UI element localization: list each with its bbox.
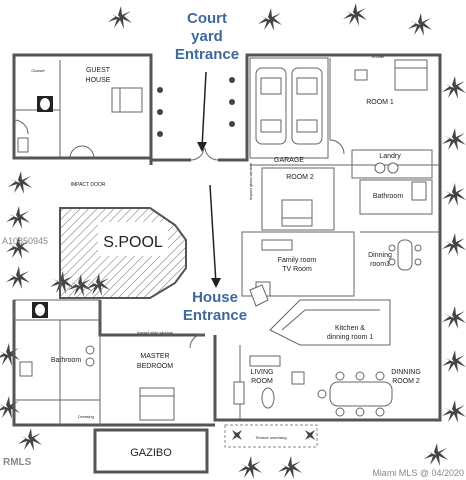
palm-tree-icon (442, 183, 466, 206)
listing-id: A10850945 (2, 236, 48, 246)
room2-label: ROOM 2 (286, 174, 314, 181)
room2-walls (261, 167, 335, 231)
palm-tree-icon (0, 343, 20, 366)
bathroom-left-label: Bathroom (51, 357, 82, 364)
gazibo-label: GAZIBO (130, 447, 172, 459)
master-bedroom-label-1: MASTER (140, 353, 169, 360)
palm-tree-icon (408, 13, 432, 36)
palm-tree-icon (258, 8, 282, 31)
kitchen-label-2: dinning room 1 (327, 334, 373, 341)
dining-room2-label-1: DINNING (391, 369, 421, 376)
master-bedroom-label-2: BEDROOM (137, 363, 173, 370)
toilet-icon (32, 302, 48, 318)
dining-room1-label-2: room1 (370, 261, 390, 268)
gazibo (93, 428, 209, 474)
palm-tree-icon (0, 396, 20, 419)
closet-label: Closset (31, 68, 45, 73)
palm-tree-icon (18, 428, 42, 451)
house-entrance-label-2: Entrance (183, 307, 247, 324)
dining-room1-label-1: Dinning (368, 252, 392, 259)
impact-glass-window-label: Impact glass window (248, 163, 253, 200)
palm-tree-icon (442, 128, 466, 151)
courtyard-label-3: Entrance (175, 46, 239, 63)
living-room-label-1: LIVING (251, 369, 274, 376)
palm-tree-icon (442, 400, 466, 423)
impact-door-label: IMPACT DOOR (71, 182, 106, 188)
palm-tree-icon (238, 456, 262, 479)
palm-tree-icon (8, 171, 32, 194)
arrow-down-icon (197, 71, 207, 152)
guest-house-label-2: HOUSE (86, 77, 111, 84)
car-icon (291, 67, 323, 145)
courtyard-label-2: yard (191, 28, 223, 45)
palm-tree-icon (442, 306, 466, 329)
kitchen-label-1: Kitchen & (335, 325, 365, 332)
toilet-icon (37, 96, 53, 112)
palm-tree-icon (278, 456, 302, 479)
living-room-label-2: ROOM (251, 378, 273, 385)
terrace-overhang-label: Terrace overhang (255, 435, 286, 440)
courtyard-label-1: Court (187, 10, 227, 27)
watermark: Miami MLS @ 04/2020 (372, 468, 464, 478)
palm-tree-icon (424, 443, 448, 466)
garage-walls (249, 57, 329, 159)
car-icon (255, 67, 287, 145)
family-room-label-1: Family room (278, 257, 317, 264)
palm-tree-icon (6, 206, 30, 229)
bathroom-top-label: Bathroom (373, 193, 404, 200)
palm-tree-icon (442, 350, 466, 373)
palm-tree-icon (442, 76, 466, 99)
shutter-label: Shutter (372, 54, 386, 59)
palm-tree-icon (442, 233, 466, 256)
impact-slide-window-label: Impact slide window (137, 330, 173, 335)
dining-room2-label-2: ROOM 2 (392, 378, 420, 385)
dressing-label: Dressing (78, 414, 94, 419)
family-room-label-2: TV Room (282, 266, 312, 273)
planters (157, 77, 235, 137)
arrow-down-icon (209, 184, 221, 288)
guest-house-walls (12, 53, 153, 160)
pool-label: S.POOL (103, 234, 163, 251)
laundry-label: Landry (379, 153, 401, 160)
footer-logo: RMLS (3, 457, 32, 468)
garage-label: GARAGE (274, 157, 304, 164)
palm-tree-icon (343, 3, 367, 26)
palm-tree-icon (108, 6, 132, 29)
guest-house-label-1: GUEST (86, 67, 111, 74)
room1-label: ROOM 1 (366, 99, 394, 106)
kitchen-counter (269, 299, 391, 346)
house-entrance-label-1: House (192, 289, 238, 306)
palm-tree-icon (6, 266, 30, 289)
